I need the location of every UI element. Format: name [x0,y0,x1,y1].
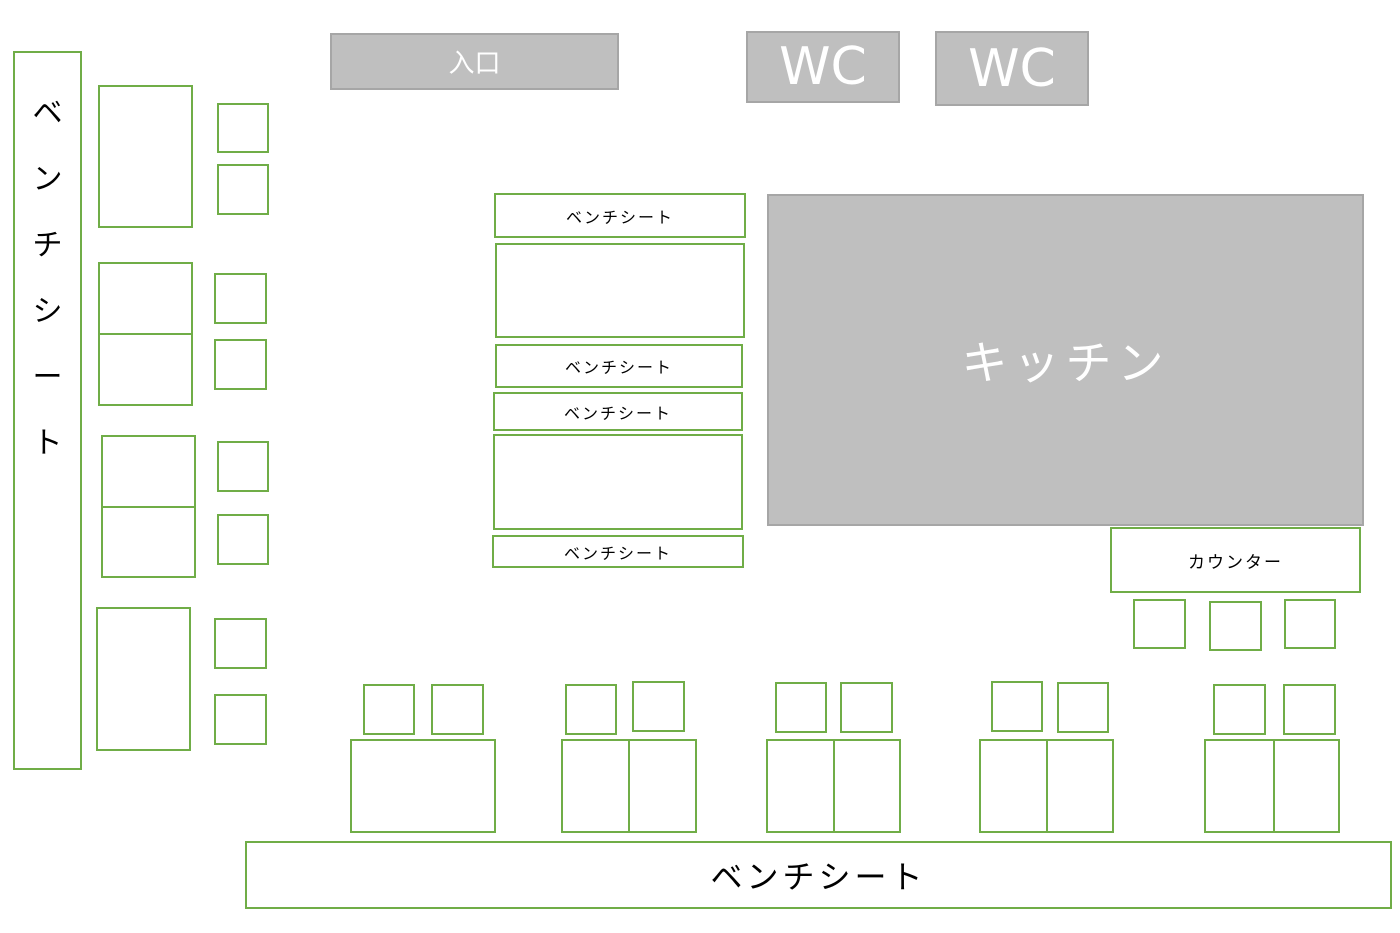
left-chair [217,514,269,565]
left-bench-char: ト [32,426,63,461]
bottom-chair [1057,682,1109,733]
bottom-chair [632,681,685,732]
bottom-table-2 [561,739,697,833]
left-bench-char: シ [32,294,63,329]
center-bench-seat-1: ベンチシート [494,193,746,238]
kitchen: キッチン [767,194,1364,526]
wc-right-label: WC [968,38,1056,99]
left-chair [217,441,269,492]
wc-left: WC [746,31,900,103]
bottom-table-4 [979,739,1114,833]
center-table-2 [493,434,743,530]
counter-label: カウンター [1188,552,1283,573]
center-bench-seat-3: ベンチシート [493,392,743,431]
counter-stool [1209,601,1262,651]
table-divider [833,741,835,831]
bottom-chair [565,684,617,735]
table-divider [628,741,630,831]
counter-stool [1133,599,1186,649]
counter: カウンター [1110,527,1361,593]
bottom-chair [1283,684,1336,735]
bottom-bench-seat: ベンチシート [245,841,1392,909]
center-bench-seat-label: ベンチシート [563,543,672,563]
table-divider [1046,741,1048,831]
left-table-4 [96,607,191,751]
left-bench-char: ン [32,162,63,197]
bottom-table-5 [1204,739,1340,833]
table-divider [100,333,191,335]
entrance: 入口 [330,33,619,90]
bottom-bench-seat-label: ベンチシート [710,858,927,896]
wc-right: WC [935,31,1089,106]
left-table-2 [98,262,193,406]
center-bench-seat-label: ベンチシート [565,207,674,227]
left-bench-seat: ベ ン チ シ ー ト [13,51,82,770]
bottom-chair [431,684,484,735]
counter-stool [1284,599,1336,649]
left-bench-seat-label: ベ ン チ シ ー ト [15,81,80,477]
bottom-table-1 [350,739,496,833]
center-bench-seat-label: ベンチシート [564,358,673,377]
left-chair [214,273,267,324]
left-bench-char: ベ [32,96,63,131]
left-chair [214,618,267,669]
bottom-chair [1213,684,1266,735]
left-table-3 [101,435,196,578]
left-bench-char: ー [32,360,63,395]
left-chair [217,164,269,215]
left-chair [214,339,267,390]
center-bench-seat-2: ベンチシート [495,344,743,388]
left-table-1 [98,85,193,228]
table-divider [1273,741,1275,831]
entrance-label: 入口 [448,49,501,79]
left-chair [217,103,269,153]
bottom-chair [363,684,415,735]
kitchen-label: キッチン [961,336,1170,390]
center-table-1 [495,243,745,338]
table-divider [103,506,194,508]
left-bench-char: チ [32,228,63,263]
center-bench-seat-4: ベンチシート [492,535,744,568]
bottom-chair [775,682,827,733]
bottom-table-3 [766,739,901,833]
left-chair [214,694,267,745]
bottom-chair [991,681,1043,732]
center-bench-seat-label: ベンチシート [563,403,672,423]
wc-left-label: WC [779,37,867,97]
bottom-chair [840,682,893,733]
